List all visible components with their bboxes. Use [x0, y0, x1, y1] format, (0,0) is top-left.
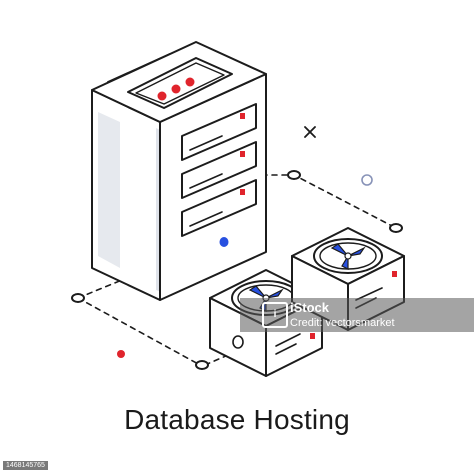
- watermark-credit: Credit: vectorsmarket: [290, 317, 395, 329]
- page-title: Database Hosting: [124, 404, 350, 435]
- close-icon: [304, 126, 316, 138]
- watermark-brand: iStock: [290, 300, 330, 315]
- stock-id: 1468145765: [3, 461, 48, 470]
- server-tower-icon: [91, 41, 267, 301]
- network-nodes: [71, 170, 403, 370]
- circle-icon: [361, 174, 373, 186]
- watermark-logo: i: [262, 302, 288, 328]
- accent-marks: [117, 77, 397, 358]
- red-dot-icon: [117, 350, 125, 358]
